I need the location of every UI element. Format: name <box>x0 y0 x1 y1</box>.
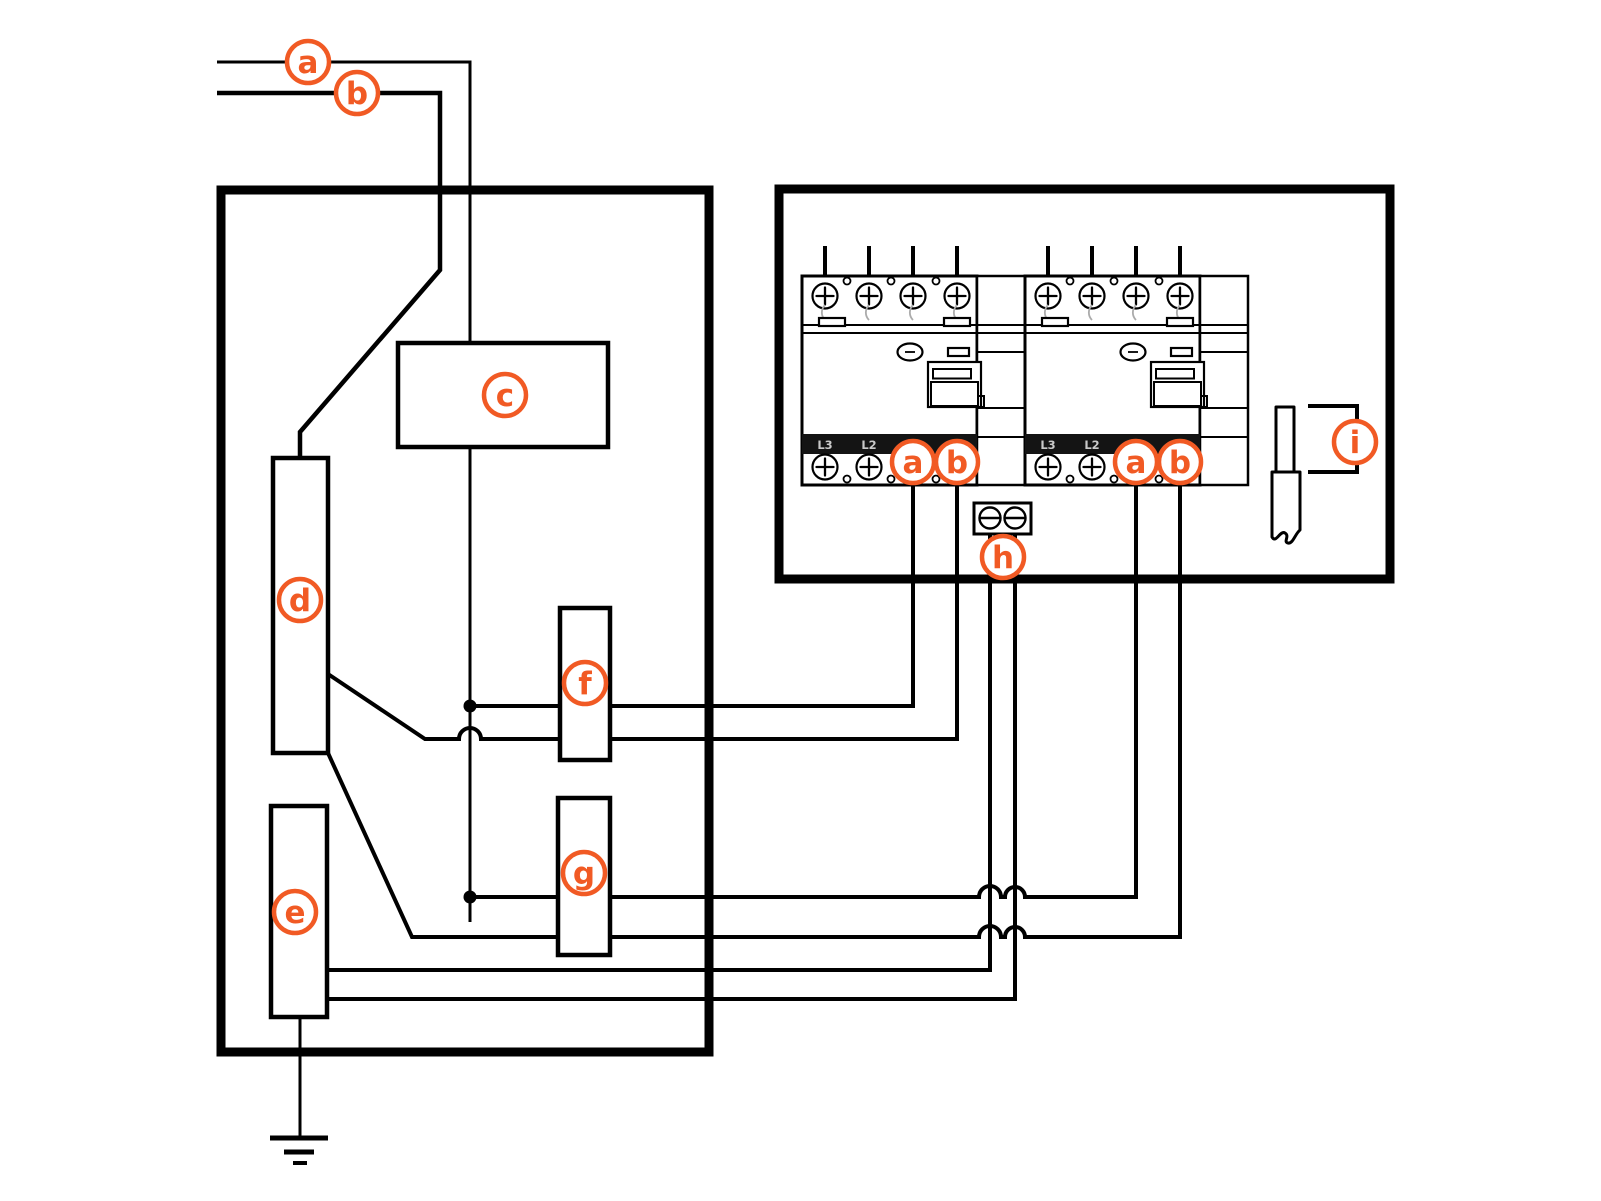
callout-rcd1-terminal-a: a <box>889 438 937 486</box>
rcd2-din-strip <box>1198 274 1250 487</box>
callout-f-text: f <box>578 666 592 702</box>
cable-i <box>1270 404 1359 545</box>
earth-ground-symbol <box>270 1135 328 1165</box>
rcd1-din-strip <box>975 274 1027 487</box>
callout-rcd2-terminal-a: a <box>1112 438 1160 486</box>
callout-i-text: i <box>1350 425 1361 461</box>
wire-g-to-rcd2-terminal-a <box>470 485 1138 899</box>
callout-i: i <box>1331 418 1379 466</box>
callout-rcd1-terminal-b: b <box>933 438 981 486</box>
rcd2-front-face <box>1119 342 1208 409</box>
callout-h: h <box>979 533 1027 581</box>
component-box-c <box>395 340 611 450</box>
rcd1-indicator-window <box>946 346 971 358</box>
callout-c-text: c <box>496 378 514 414</box>
wires <box>217 60 1182 1138</box>
callout-d-text: d <box>289 583 311 619</box>
rcd1-front-face <box>896 342 985 409</box>
junction-dot-lower <box>463 890 477 904</box>
callout-rcd1-a-text: a <box>903 445 924 481</box>
rcd2-top-terminals <box>1034 276 1195 328</box>
callout-e-text: e <box>284 895 305 931</box>
rcd1-band-label-l3: L3 <box>817 438 832 452</box>
rcd1-band-label-l2: L2 <box>861 438 876 452</box>
cable-sheath <box>1270 470 1302 545</box>
callout-h-text: h <box>992 540 1014 576</box>
cable-conductor <box>1274 405 1296 474</box>
wire-f-to-rcd1-terminal-a <box>470 485 915 708</box>
callout-rcd2-b-text: b <box>1169 445 1191 481</box>
callout-b-text: b <box>346 76 368 112</box>
wire-d-to-rcd1-terminal-b <box>326 485 959 741</box>
rcd1-top-terminals <box>811 276 972 328</box>
callout-g: g <box>560 849 608 897</box>
junction-dot-upper <box>463 699 477 713</box>
rcd2-band-label-l2: L2 <box>1084 438 1099 452</box>
rcd2-label-band <box>1025 434 1200 454</box>
callout-a-incoming: a <box>284 38 332 86</box>
callout-a-text: a <box>298 45 319 81</box>
right-enclosure-border <box>774 184 1395 584</box>
callout-f: f <box>561 659 609 707</box>
left-enclosure-border <box>216 185 714 1057</box>
callout-rcd2-a-text: a <box>1126 445 1147 481</box>
callout-e: e <box>271 888 319 936</box>
rcd2-indicator-window <box>1169 346 1194 358</box>
wire-d-to-rcd2-terminal-b <box>326 485 1182 939</box>
callout-rcd2-terminal-b: b <box>1156 438 1204 486</box>
rcd2-band-label-l3: L3 <box>1040 438 1055 452</box>
callout-d: d <box>276 576 324 624</box>
rcd-top-stub-wires <box>823 246 1182 276</box>
callout-rcd1-b-text: b <box>946 445 968 481</box>
wire-e-to-terminal-h-left <box>327 535 992 972</box>
terminal-block-h <box>972 501 1033 536</box>
callout-g-text: g <box>573 856 595 892</box>
callout-c: c <box>481 371 529 419</box>
rcd1-label-band <box>802 434 977 454</box>
wire-e-to-terminal-h-right <box>327 535 1017 1001</box>
callout-b-incoming: b <box>333 69 381 117</box>
